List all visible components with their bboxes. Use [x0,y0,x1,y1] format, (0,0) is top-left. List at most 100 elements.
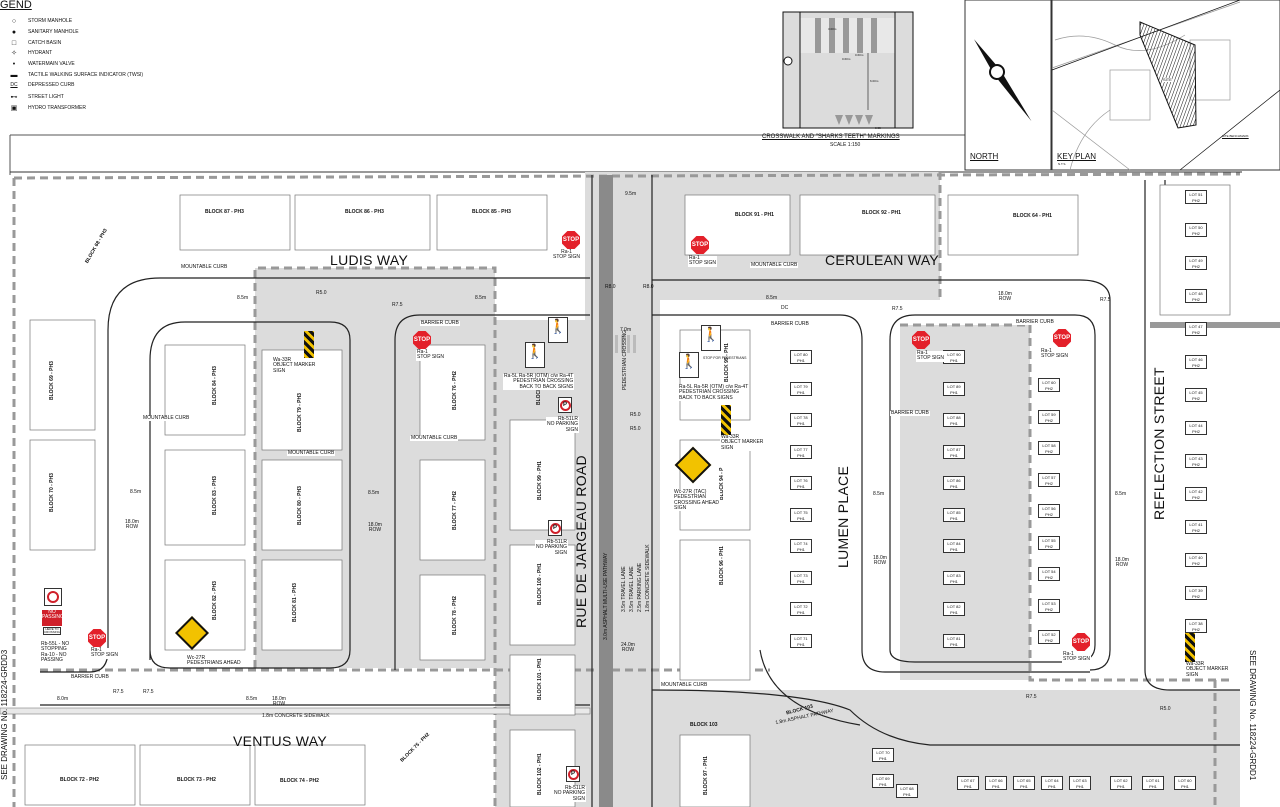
street-ventus-way: VENTUS WAY [233,733,328,749]
radius-label: R7.5 [1026,694,1037,700]
block-label: BLOCK 77 - PH2 [452,491,458,530]
width-dimension: 8.5m [475,295,487,301]
legend-label: HYDRO TRANSFORMER [28,105,86,112]
mountable-curb-label: MOUNTABLE CURB [660,682,709,689]
lot-phase: PH1 [1020,784,1028,789]
street-ludis-way: LUDIS WAY [330,252,409,268]
travel-lane-label: 3.5m TRAVEL LANE [629,566,635,612]
sanitary-manhole-icon: ● [11,29,17,36]
lot-phase: PH1 [1181,784,1189,789]
block-label: BLOCK 100 - PH1 [537,563,543,605]
legend: GEND ○STORM MANHOLE ●SANITARY MANHOLE □C… [0,0,250,120]
detail-dim: 6.00m [870,79,879,83]
radius-label: R7.5 [113,689,124,695]
block-label: BLOCK 101 - PH1 [537,658,543,700]
legend-label: STREET LIGHT [28,94,64,101]
lot-phase: PH1 [797,515,805,521]
radius-label: R5.0 [630,412,641,418]
no-passing-sign: NO PASSING [42,609,64,626]
street-rue-de-jargeau-road: RUE DE JARGEAU ROAD [573,455,589,628]
block-label: BLOCK 70 - PH3 [49,473,55,512]
object-marker-label: Wa-33R OBJECT MARKER SIGN [720,434,765,451]
width-dimension: 8.5m [766,295,778,301]
lot-phase: PH1 [879,782,887,787]
twsi-icon: ▬ [10,72,18,79]
block-label: BLOCK 84 - PH3 [212,366,218,405]
block-label: BLOCK [536,387,542,405]
lot-phase: PH1 [797,421,805,426]
width-dimension: 9.5m [625,191,637,197]
mountable-curb-label: MOUNTABLE CURB [180,264,229,271]
block-label: BLOCK 83 - PH3 [212,476,218,515]
no-parking-glyph: P [559,399,571,411]
lot-phase: PH2 [1192,231,1200,236]
radius-label: R7.5 [1100,297,1111,303]
lot-phase: PH1 [950,641,958,647]
no-passing-subplate: HERE TO CROSSING [43,627,61,636]
object-marker-icon [721,405,731,435]
detail-title: CROSSWALK AND "SHARKS TEETH" MARKINGS [762,134,900,140]
stop-sign-label: Ra-1 STOP SIGN [1062,651,1092,663]
width-dimension: 8.5m [130,489,142,495]
block-label: BLOCK 79 - PH3 [297,393,303,432]
match-line-right: SEE DRAWING No. 118224-GRDD1 [1248,650,1257,781]
width-dimension: 8.5m [368,490,380,496]
lot-phase: PH1 [950,452,958,458]
legend-title: GEND [0,0,32,11]
barrier-curb-label: BARRIER CURB [770,321,810,328]
sidewalk [0,707,591,715]
radius-label: R5.0 [316,290,327,296]
stop-sign-icon: STOP [562,231,580,249]
radius-label: R8.0 [643,284,654,290]
street-lumen-place: LUMEN PLACE [835,465,851,568]
width-dimension: 8.5m [873,491,885,497]
street-light-icon: ⊷ [10,94,18,101]
row-dimension: 18.0m ROW [1115,557,1129,569]
row-dimension: 18.0m ROW [272,696,286,708]
legend-item: ✧HYDRANT [0,50,52,57]
lot-phase: PH2 [1045,638,1053,643]
stop-sign-icon: STOP [413,331,431,349]
lot-phase: PH1 [797,610,805,615]
lot-phase: PH1 [797,578,805,584]
lot-phase: PH2 [1045,417,1053,423]
key-plan-benchmark: SITE BENCHMARK [1222,134,1249,138]
block-label: BLOCK 74 - PH2 [280,778,319,784]
block-label: BLOCK 82 - PH3 [212,581,218,620]
lot-phase: PH1 [797,484,805,489]
block-label: BLOCK 80 - PH3 [297,486,303,525]
block-label: BLOCK 76 - PH2 [452,371,458,410]
block-label: BLOCK 99 - PH1 [537,461,543,500]
multi-use-pathway-label: 3.0m ASPHALT MULTI-USE PATHWAY [603,552,609,640]
lot-phase: PH1 [950,358,958,363]
legend-item: ▬TACTILE WALKING SURFACE INDICATOR (TWSI… [0,72,144,79]
lot-phase: PH2 [1045,449,1053,454]
lot-phase: PH2 [1192,396,1200,401]
key-plan-site: SITE [1163,77,1172,83]
lot-phase: PH1 [1117,784,1125,789]
legend-label: WATERMAIN VALVE [28,61,75,68]
object-marker-label: Wa-33R OBJECT MARKER SIGN [272,357,317,374]
no-parking-glyph: P [549,522,561,534]
